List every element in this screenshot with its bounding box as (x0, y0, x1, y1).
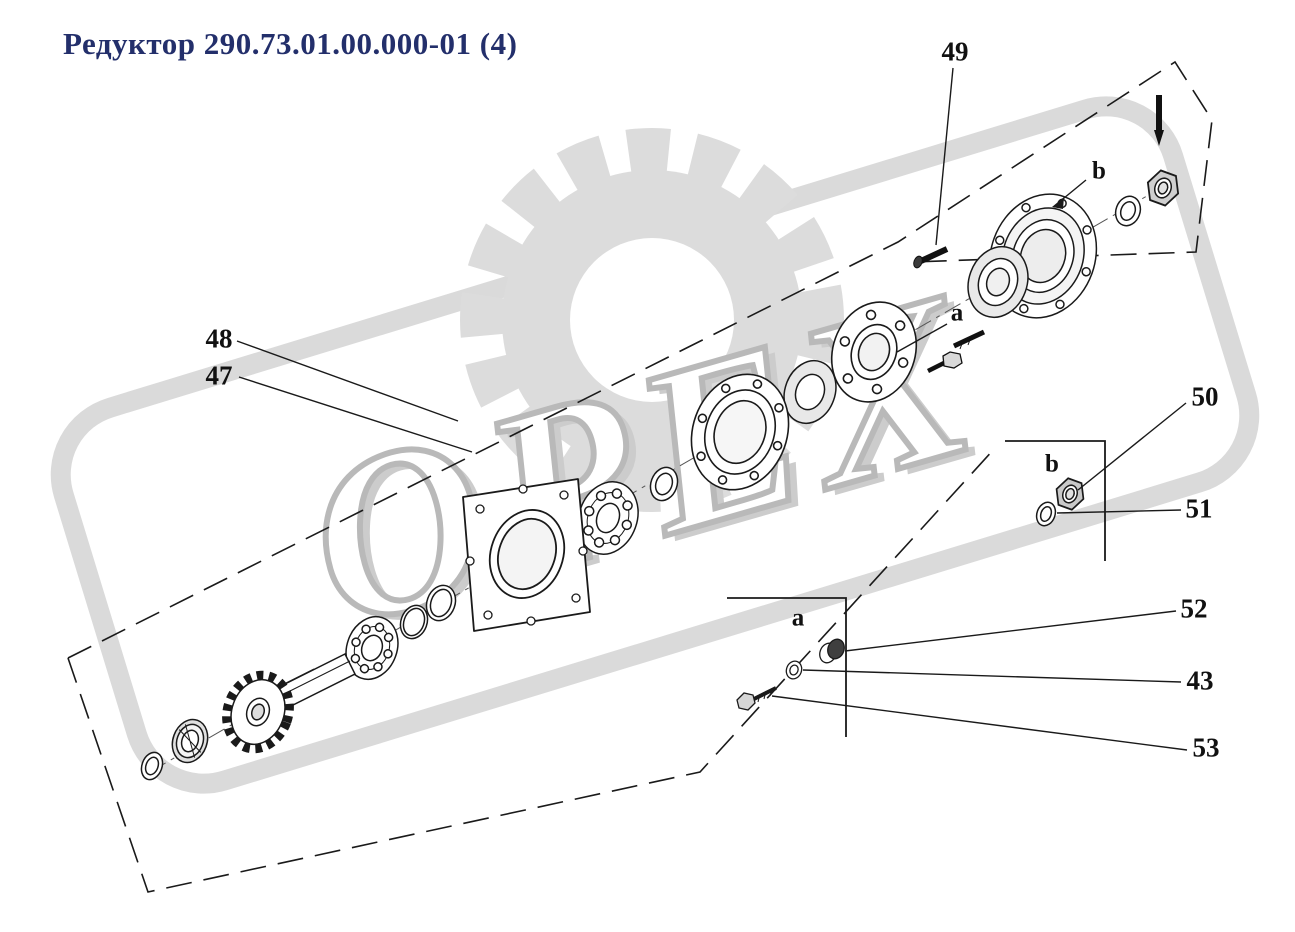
leader-53 (771, 695, 1188, 751)
part-nut-top (1146, 169, 1180, 207)
leader-49 (935, 67, 954, 246)
leader-52 (844, 610, 1177, 652)
pin-top-right (1154, 95, 1164, 146)
callout-51: 51 (1185, 493, 1213, 524)
section-letter-a-mid: a (950, 299, 964, 327)
part-washer-top (1114, 195, 1142, 227)
part-bearing-cone (171, 718, 209, 764)
drawing-title: Редуктор 290.73.01.00.000-01 (4) (63, 26, 518, 61)
section-a-bracket (727, 597, 847, 737)
part-washer-mid (649, 466, 679, 502)
part-housing-bearing-cup (967, 245, 1029, 319)
section-letter-b-top: b (1092, 157, 1106, 185)
part-snap-ring-1 (399, 604, 429, 640)
section-letter-b-right: b (1045, 450, 1059, 478)
watermark-group: ОРЕХ ОРЕХ (50, 96, 1260, 794)
callout-43: 43 (1186, 665, 1214, 696)
part-flange-a (830, 301, 918, 403)
part-washer-43 (785, 660, 803, 680)
part-ball-bearing-front (345, 615, 399, 681)
part-bearing-outer-ring (783, 359, 837, 425)
part-bolt-49 (913, 246, 949, 269)
part-stud (952, 329, 986, 350)
part-nut-b (1055, 477, 1085, 511)
leader-50 (1077, 402, 1187, 491)
callout-leader-lines (236, 67, 1188, 751)
callout-50: 50 (1191, 381, 1219, 412)
leader-47 (238, 376, 473, 453)
leader-48 (236, 340, 459, 422)
section-boundary-dashed (67, 60, 1213, 893)
leader-a-mid (896, 323, 948, 353)
part-plug-52 (819, 638, 845, 664)
part-snap-ring-2 (425, 584, 457, 622)
part-bearing-housing-plate (462, 478, 591, 632)
part-ball-bearing-large (577, 481, 639, 555)
part-housing-cover (967, 193, 1098, 319)
part-washer-b (1035, 501, 1057, 527)
callout-48: 48 (205, 323, 233, 354)
leader-51 (1056, 509, 1182, 514)
part-bolt-small (926, 351, 963, 374)
part-bevel-pinion-gear (222, 652, 357, 754)
callout-53: 53 (1192, 732, 1220, 763)
part-washer-small-left (140, 751, 164, 781)
callout-49: 49 (941, 36, 969, 67)
part-ring-gear-flange (690, 373, 790, 491)
leader-b-arrowhead (1052, 197, 1064, 209)
part-bolt-53 (736, 686, 777, 711)
section-b-bracket (1005, 440, 1106, 561)
callout-52: 52 (1180, 593, 1208, 624)
section-letter-a-bottom: a (791, 604, 805, 632)
callout-47: 47 (205, 360, 233, 391)
leader-43 (802, 669, 1182, 683)
